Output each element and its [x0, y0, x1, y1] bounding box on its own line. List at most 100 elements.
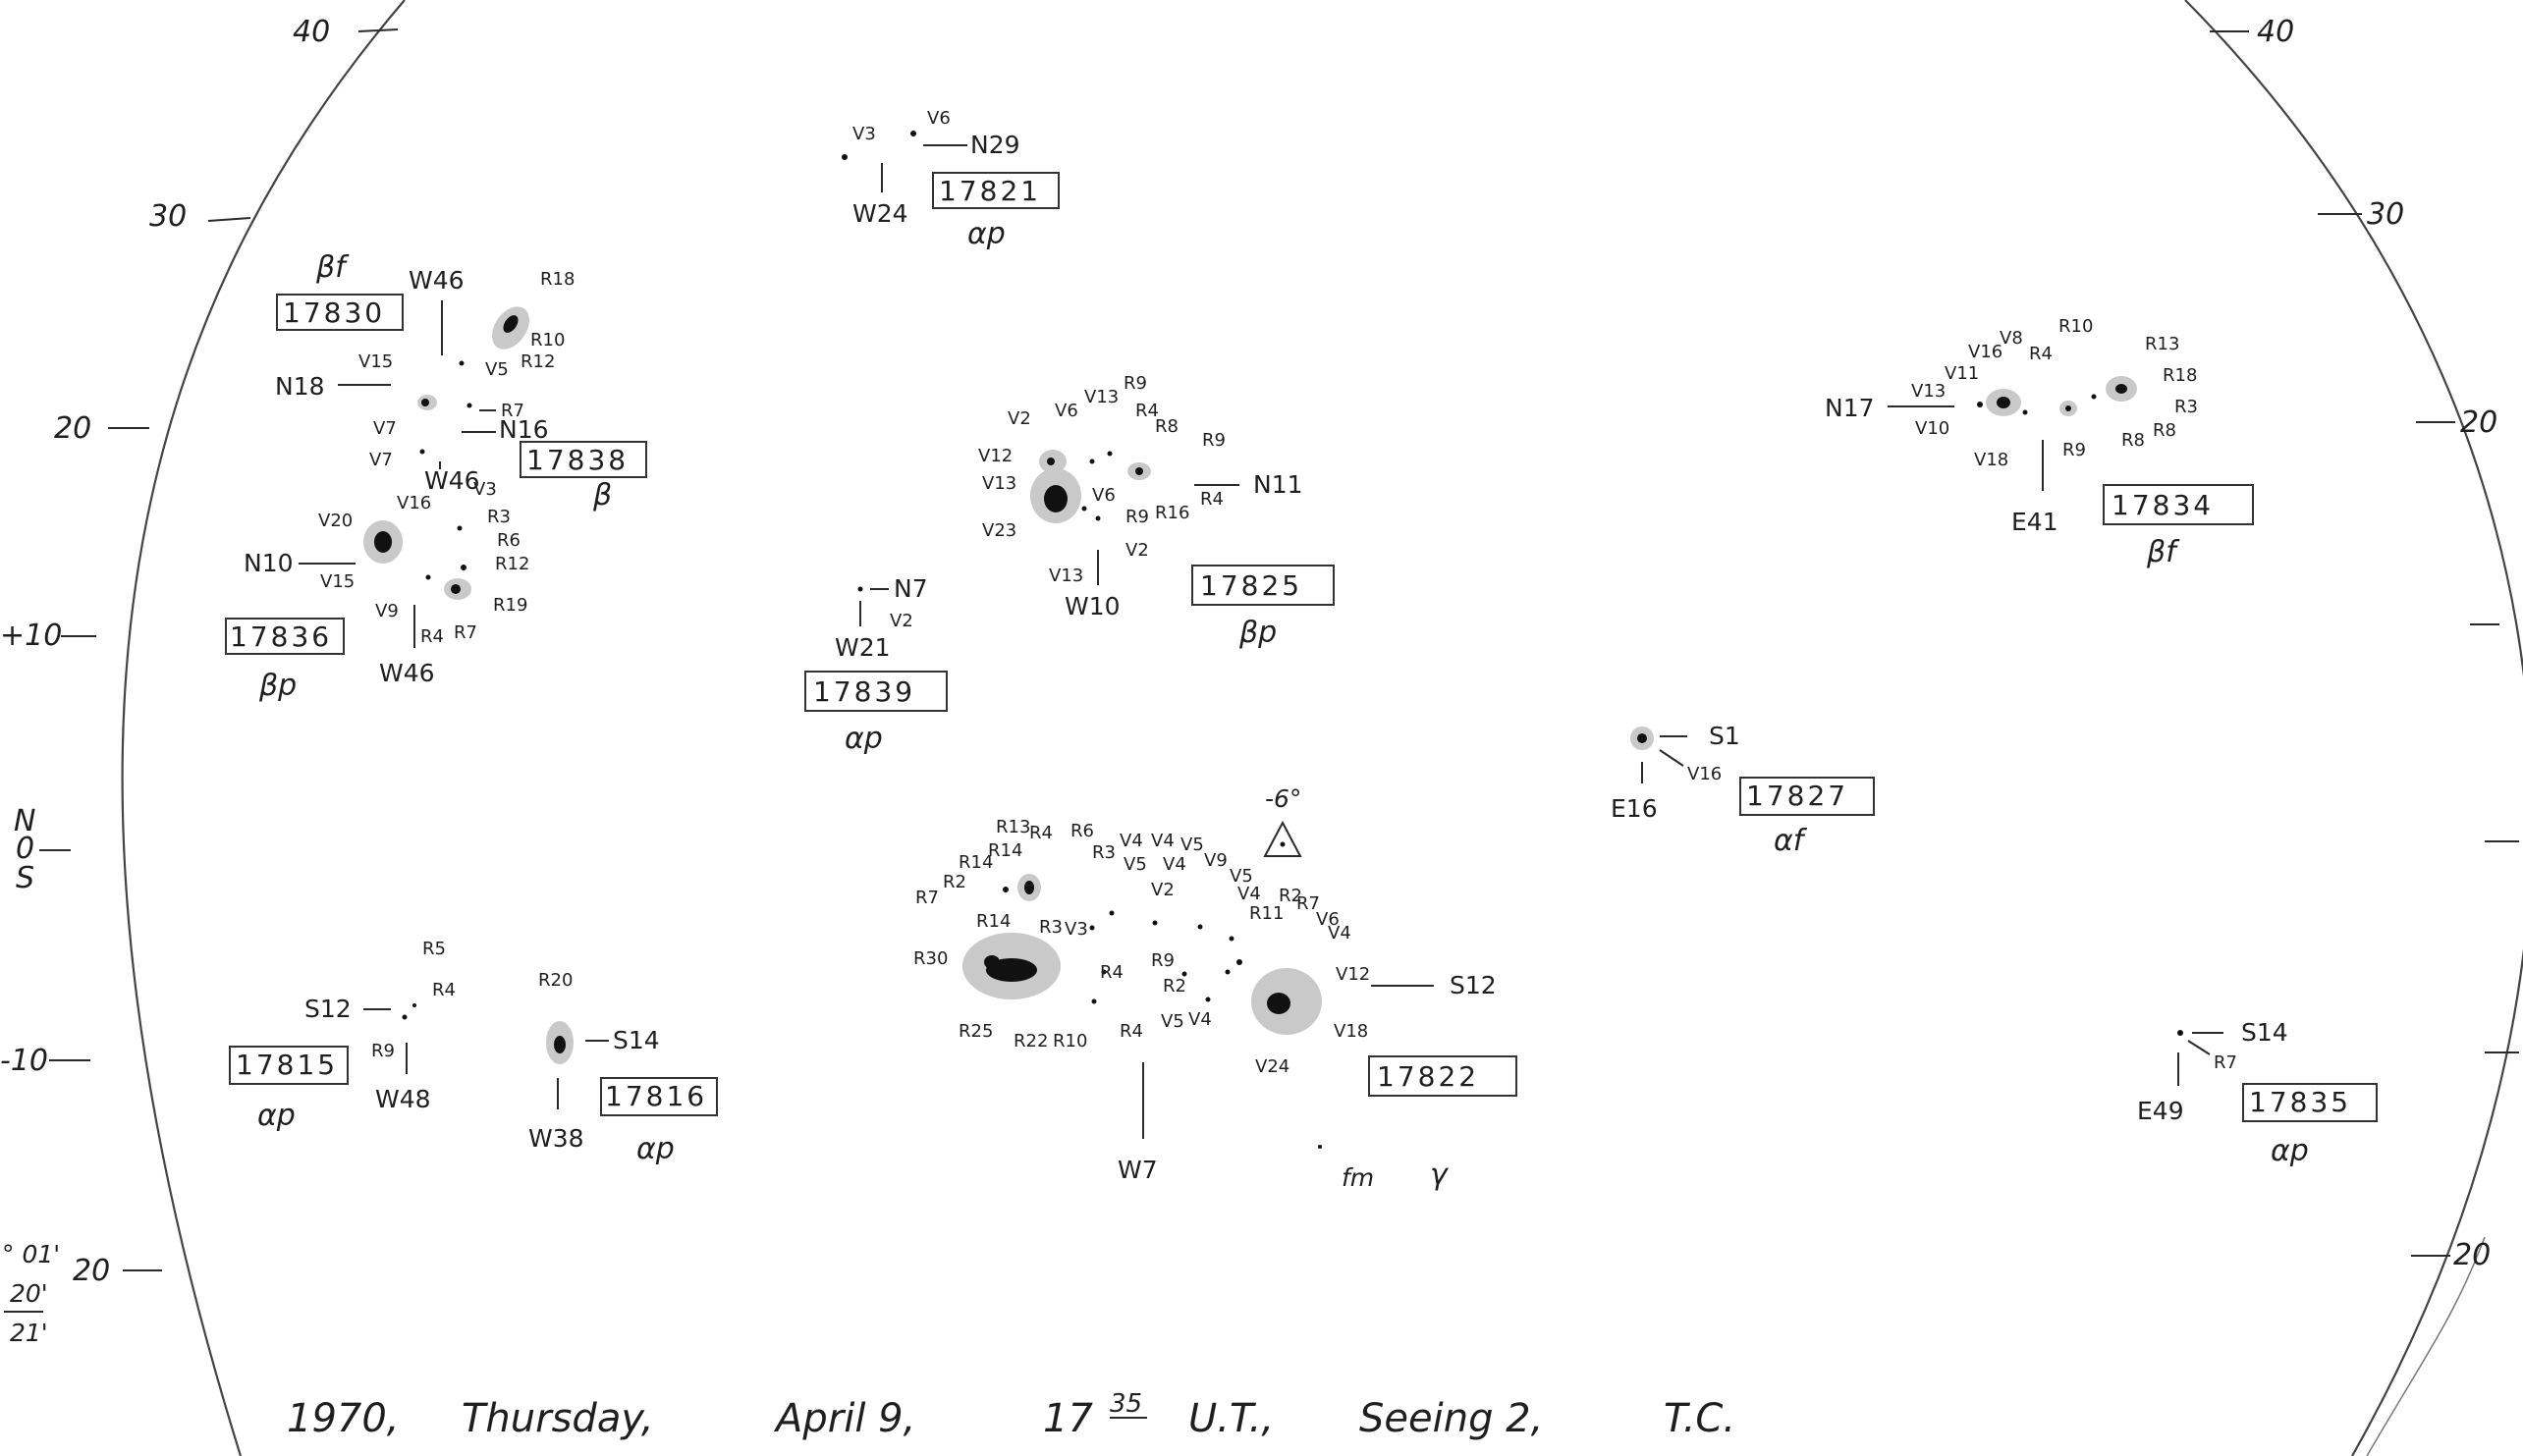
region-number: 17836 — [230, 620, 332, 653]
point-label: V16 — [1968, 342, 2002, 362]
point-label: R9 — [1202, 430, 1226, 451]
point-label: R4 — [1120, 1021, 1143, 1042]
point-label: R4 — [1029, 823, 1053, 843]
region-class: αf — [1774, 824, 1808, 858]
point-label: V11 — [1945, 363, 1979, 384]
lat-label-south: S — [16, 861, 34, 895]
point-label: V6 — [1092, 485, 1116, 506]
point-label: V10 — [1915, 418, 1949, 439]
point-label: R10 — [1053, 1031, 1087, 1052]
point-label: R7 — [501, 401, 524, 421]
position-label: N29 — [970, 131, 1020, 159]
point-label: R4 — [1135, 401, 1159, 421]
region-class: αp — [967, 217, 1006, 251]
region-17838: N16 V7 W46 17838 β — [369, 415, 647, 512]
point-label: R5 — [422, 939, 446, 959]
region-class: αp — [2271, 1134, 2309, 1168]
point-label: R9 — [1151, 950, 1175, 971]
solar-limb — [121, 0, 2523, 1456]
point-label: V4 — [1163, 854, 1186, 875]
point-label: R11 — [1249, 903, 1284, 924]
point-label: R14 — [976, 911, 1011, 932]
point-label: R4 — [432, 980, 456, 1000]
position-label: E49 — [2137, 1097, 2184, 1125]
position-label: S1 — [1709, 722, 1740, 750]
lat-label-20-right: 20 — [2460, 405, 2497, 440]
point-label: R7 — [2214, 1052, 2237, 1073]
region-17816: R20 S14 W38 17816 αp — [528, 970, 718, 1166]
point-label: R7 — [454, 622, 477, 643]
point-label: R12 — [521, 351, 555, 372]
region-class: β — [592, 478, 612, 512]
flare-angle: -6° — [1265, 784, 1301, 813]
point-label: R8 — [1155, 416, 1179, 437]
margin-note-3: 21' — [10, 1319, 48, 1347]
point-label: R10 — [530, 330, 565, 351]
point-label: R4 — [1100, 962, 1124, 983]
point-label: R7 — [915, 888, 939, 908]
latitude-scale-right: 40 30 20 20 — [2210, 15, 2519, 1272]
position-label: W10 — [1065, 592, 1121, 620]
point-label: V13 — [982, 473, 1016, 494]
point-label: R4 — [420, 626, 444, 647]
lat-label-equator: 0 — [16, 832, 34, 866]
point-label: V24 — [1255, 1056, 1289, 1077]
point-label: R13 — [996, 817, 1030, 837]
point-label: V6 — [1316, 909, 1340, 930]
point-label: R2 — [943, 872, 966, 892]
point-label: V9 — [375, 601, 399, 621]
point-label: R3 — [487, 507, 511, 527]
point-label: V23 — [982, 520, 1016, 541]
position-label: N16 — [499, 415, 549, 444]
point-label: R9 — [1125, 507, 1149, 527]
point-label: R2 — [1163, 976, 1186, 997]
position-label: W21 — [835, 633, 891, 662]
region-class: βf — [315, 250, 350, 285]
point-label: V7 — [369, 450, 393, 470]
position-label: N7 — [894, 574, 928, 603]
point-label: R9 — [371, 1041, 395, 1061]
region-class: αp — [636, 1132, 675, 1166]
point-label: V6 — [927, 108, 951, 129]
region-number: 17834 — [2112, 489, 2214, 521]
region-17839: N7 V2 W21 17839 αp — [804, 574, 948, 756]
position-label: S12 — [1450, 971, 1497, 999]
point-label: R6 — [497, 530, 521, 551]
position-label: W38 — [528, 1124, 584, 1153]
point-label: V9 — [1204, 850, 1228, 871]
position-label: E16 — [1611, 794, 1658, 823]
point-label: R3 — [2174, 397, 2198, 417]
region-number: 17838 — [526, 444, 629, 476]
position-label: W24 — [852, 199, 908, 228]
footer-date: April 9, — [773, 1396, 915, 1441]
position-label: N10 — [244, 549, 294, 577]
lat-label-30-right: 30 — [2367, 197, 2404, 232]
point-label: V5 — [1230, 866, 1253, 887]
point-label: V5 — [485, 359, 509, 380]
footer-weekday: Thursday, — [462, 1396, 654, 1441]
lat-label-30-left: 30 — [149, 199, 187, 234]
lat-label-10-left: +10 — [0, 619, 62, 653]
point-label: R4 — [1200, 489, 1224, 510]
point-label: V13 — [1049, 566, 1083, 586]
region-number: 17839 — [813, 675, 915, 708]
region-17822: R13 R14 R4 R6 R3 V4 V4 V5 R14 R2 R7 R14 … — [913, 784, 1517, 1192]
point-label: V5 — [1161, 1011, 1184, 1032]
region-number: 17830 — [283, 297, 385, 329]
point-label: R22 — [1014, 1031, 1048, 1052]
region-17827: S1 V16 E16 17827 αf — [1611, 722, 1875, 858]
point-label: V13 — [1084, 387, 1119, 407]
point-label: V2 — [1008, 408, 1031, 429]
region-class: γ — [1430, 1158, 1450, 1192]
point-label: V4 — [1237, 884, 1261, 904]
point-label: R6 — [1070, 821, 1094, 841]
point-label: R19 — [493, 595, 527, 616]
point-label: V3 — [852, 124, 876, 144]
footer-seeing: Seeing 2, — [1359, 1396, 1543, 1441]
point-label: V2 — [1151, 880, 1175, 900]
point-label: V12 — [978, 446, 1013, 466]
region-class: αp — [845, 722, 883, 756]
point-label: R8 — [2121, 430, 2145, 451]
position-label: W46 — [409, 266, 465, 295]
